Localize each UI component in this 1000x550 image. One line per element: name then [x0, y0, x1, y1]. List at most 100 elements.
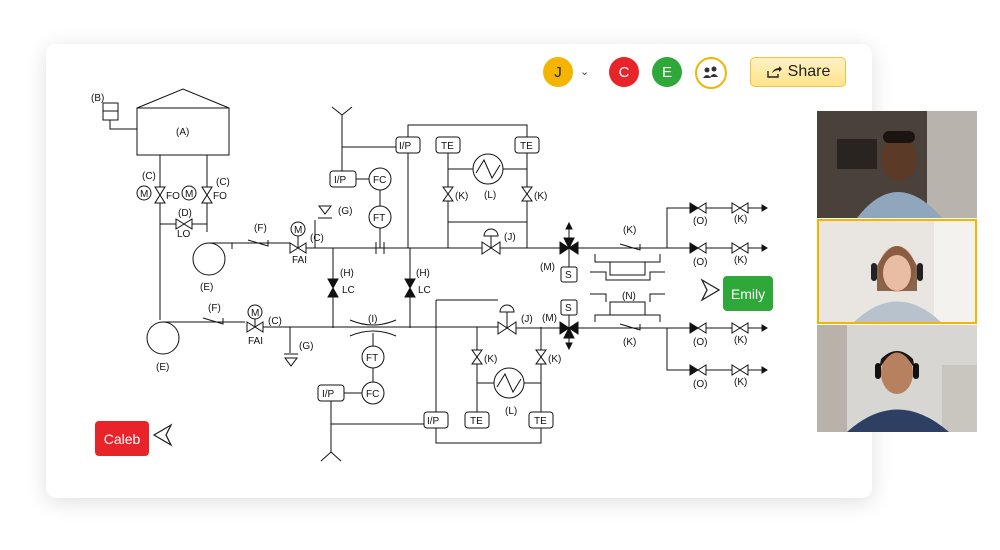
participant-video [819, 221, 975, 322]
control-valve-j-top[interactable] [481, 228, 501, 255]
svg-text:(F): (F) [208, 303, 221, 314]
svg-text:FAI: FAI [248, 336, 263, 347]
svg-text:(H): (H) [416, 268, 430, 279]
svg-text:(I): (I) [368, 314, 377, 325]
svg-text:(J): (J) [521, 314, 533, 325]
svg-text:(M): (M) [542, 313, 557, 324]
svg-text:(K): (K) [734, 377, 747, 388]
svg-text:(L): (L) [505, 406, 517, 417]
svg-text:(M): (M) [540, 262, 555, 273]
tank-label: (A) [176, 127, 189, 138]
fai-valve-lower[interactable] [246, 304, 264, 333]
svg-text:(O): (O) [693, 216, 707, 227]
svg-text:(E): (E) [200, 282, 213, 293]
pump-upper[interactable] [192, 242, 232, 276]
svg-text:FC: FC [366, 389, 379, 400]
cursor-arrow-icon [152, 423, 173, 447]
participant-video [817, 325, 977, 432]
video-tile-3[interactable] [817, 325, 977, 432]
fo-valve-left[interactable] [136, 185, 166, 204]
video-tile-1[interactable] [817, 111, 977, 218]
svg-text:(G): (G) [299, 341, 313, 352]
branch-valve-o2[interactable] [689, 242, 707, 254]
svg-text:LO: LO [177, 229, 191, 240]
control-valve-j-bottom[interactable] [497, 304, 517, 335]
diagram-canvas[interactable]: (A) (B) M M FO FO (C) (C) (D) LO (E) (E) [46, 44, 872, 498]
lo-valve[interactable] [175, 218, 193, 230]
svg-text:(G): (G) [338, 206, 352, 217]
svg-text:LC: LC [342, 285, 355, 296]
svg-text:(D): (D) [178, 208, 192, 219]
svg-text:S: S [565, 270, 572, 281]
svg-text:(E): (E) [156, 362, 169, 373]
check-valve-f-upper [247, 239, 269, 247]
branch-valve-o3[interactable] [689, 322, 707, 334]
svg-text:(K): (K) [623, 225, 636, 236]
svg-text:(F): (F) [254, 223, 267, 234]
svg-text:FC: FC [373, 175, 386, 186]
three-way-valve-bottom[interactable] [559, 299, 579, 351]
svg-text:I/P: I/P [427, 416, 440, 427]
cursor-label-caleb: Caleb [95, 421, 149, 456]
three-way-valve-top[interactable] [559, 221, 579, 283]
heat-exchanger-top[interactable] [472, 153, 504, 185]
share-icon [766, 66, 782, 78]
svg-text:FAI: FAI [292, 255, 307, 266]
svg-text:(K): (K) [534, 191, 547, 202]
fai-valve-upper[interactable] [289, 221, 307, 254]
vent-b [102, 102, 137, 130]
heat-exchanger-bottom[interactable] [493, 367, 525, 399]
pump-lower[interactable] [146, 321, 200, 355]
cursor-arrow-icon [700, 278, 721, 302]
collaborator-avatar-j[interactable]: J [543, 57, 573, 87]
svg-text:M: M [140, 189, 148, 200]
svg-text:(K): (K) [455, 191, 468, 202]
collaborator-avatar-c[interactable]: C [609, 57, 639, 87]
video-tile-2[interactable] [817, 219, 977, 324]
vent-label: (B) [91, 93, 104, 104]
svg-text:FT: FT [366, 353, 378, 364]
svg-text:I/P: I/P [399, 141, 412, 152]
svg-text:(O): (O) [693, 337, 707, 348]
svg-text:(O): (O) [693, 257, 707, 268]
branch-valve-o4[interactable] [689, 364, 707, 376]
svg-text:(N): (N) [622, 291, 636, 302]
check-valve-f-lower [202, 317, 224, 325]
svg-text:(C): (C) [142, 171, 156, 182]
fo-valve-right[interactable] [181, 185, 213, 204]
collaborator-avatar-e[interactable]: E [652, 57, 682, 87]
participant-video [817, 111, 977, 218]
svg-text:(K): (K) [484, 354, 497, 365]
svg-text:(C): (C) [268, 316, 282, 327]
check-valve-k-bottom [619, 323, 641, 331]
svg-text:LC: LC [418, 285, 431, 296]
branch-valve-o1[interactable] [689, 202, 707, 214]
svg-text:(C): (C) [310, 233, 324, 244]
svg-text:(J): (J) [504, 232, 516, 243]
svg-text:M: M [294, 225, 302, 236]
svg-text:(K): (K) [623, 337, 636, 348]
svg-text:FT: FT [373, 213, 385, 224]
svg-text:M: M [251, 308, 259, 319]
svg-text:I/P: I/P [334, 175, 347, 186]
svg-text:(H): (H) [340, 268, 354, 279]
svg-text:(K): (K) [734, 335, 747, 346]
svg-text:(K): (K) [734, 255, 747, 266]
svg-text:TE: TE [534, 416, 547, 427]
participants-icon[interactable] [695, 57, 727, 89]
svg-text:FO: FO [166, 191, 180, 202]
lc-valve-right[interactable] [404, 278, 416, 298]
svg-text:(K): (K) [548, 354, 561, 365]
svg-text:TE: TE [520, 141, 533, 152]
check-valve-k-top [619, 243, 641, 251]
svg-text:M: M [185, 189, 193, 200]
svg-text:(L): (L) [484, 190, 496, 201]
pid-diagram: (A) (B) M M FO FO (C) (C) (D) LO (E) (E) [91, 88, 768, 462]
share-label: Share [787, 63, 831, 80]
lc-valve-left[interactable] [327, 278, 339, 298]
share-button[interactable]: Share [750, 57, 846, 87]
tank-a[interactable] [136, 88, 230, 156]
chevron-down-icon[interactable]: ⌄ [580, 66, 590, 78]
svg-text:FO: FO [213, 191, 227, 202]
svg-text:TE: TE [470, 416, 483, 427]
